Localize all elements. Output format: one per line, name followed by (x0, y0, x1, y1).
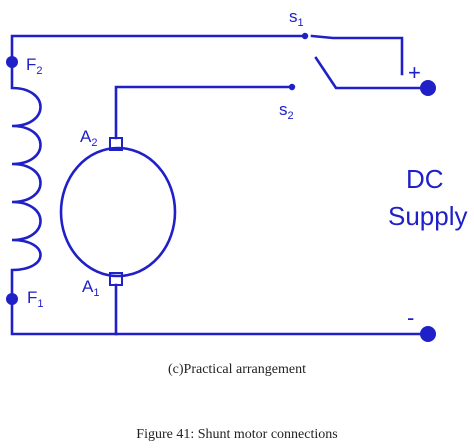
figure-caption: Figure 41: Shunt motor connections (136, 427, 337, 442)
terminal-f2 (6, 56, 18, 68)
label-minus: - (407, 305, 414, 330)
switch-contact-s2 (288, 83, 296, 91)
label-dc: DC (406, 164, 444, 194)
top-wire (10, 34, 307, 64)
armature (59, 146, 177, 278)
switch-s2-blade (314, 56, 426, 90)
label-supply: Supply (388, 201, 468, 231)
label-a1: A1 (82, 277, 99, 299)
sub-caption: (c)Practical arrangement (168, 362, 306, 377)
label-f2: F2 (26, 55, 43, 77)
label-s2: s2 (279, 100, 294, 122)
label-plus: + (408, 60, 421, 85)
negative-terminal (420, 326, 436, 342)
label-a2: A2 (80, 127, 97, 149)
field-winding (10, 64, 42, 298)
switch-s1-blade (310, 34, 404, 76)
switch-contact-top (301, 32, 309, 40)
armature-top-wire (114, 85, 292, 140)
bottom-wire (10, 301, 426, 336)
label-f1: F1 (27, 288, 44, 310)
positive-terminal (420, 80, 436, 96)
brush-a2 (109, 137, 123, 151)
label-s1: s1 (289, 7, 304, 29)
terminal-f1 (6, 293, 18, 305)
